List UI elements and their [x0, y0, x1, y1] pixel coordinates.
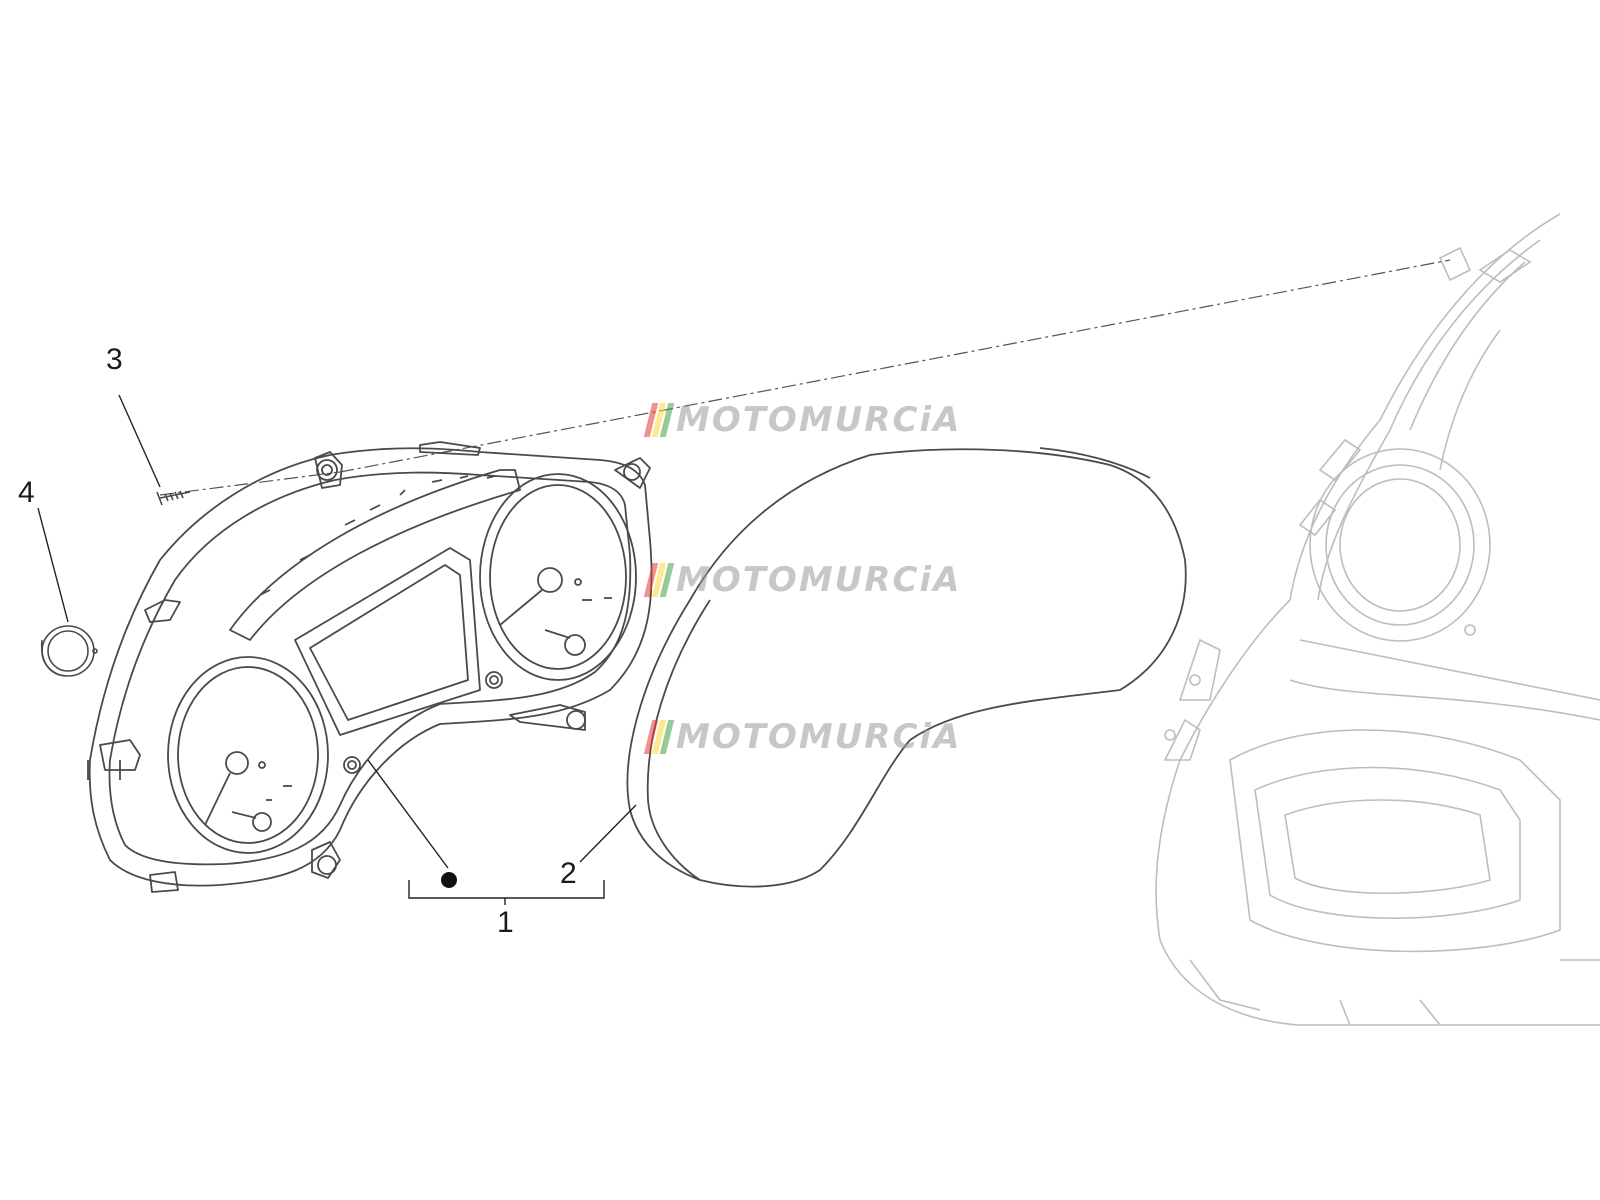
watermark-stripes-icon — [643, 403, 675, 437]
callout-2[interactable]: 2 — [560, 857, 577, 890]
leader-lines — [37, 394, 637, 905]
watermark-text: MOTOMURCiA — [676, 400, 962, 440]
watermark-text: MOTOMURCiA — [676, 560, 962, 600]
assembly-marker-dot — [441, 872, 457, 888]
cap-plug-drawing — [40, 625, 98, 677]
watermark-logo: MOTOMURCiA — [643, 560, 962, 600]
callout-1[interactable]: 1 — [497, 906, 514, 939]
watermark-logo: MOTOMURCiA — [643, 400, 962, 440]
watermark-stripes-icon — [643, 563, 675, 597]
screw-drawing — [156, 490, 191, 506]
instrument-cluster-drawing — [87, 441, 653, 893]
watermark-text: MOTOMURCiA — [676, 717, 962, 757]
headlight-housing-ghost — [1155, 213, 1600, 1026]
callout-3[interactable]: 3 — [106, 343, 123, 376]
callout-4[interactable]: 4 — [18, 476, 35, 509]
watermark-stripes-icon — [643, 720, 675, 754]
assembly-dash-line — [159, 259, 1451, 496]
watermark-logo: MOTOMURCiA — [643, 717, 962, 757]
lens-cover-drawing — [626, 447, 1187, 888]
